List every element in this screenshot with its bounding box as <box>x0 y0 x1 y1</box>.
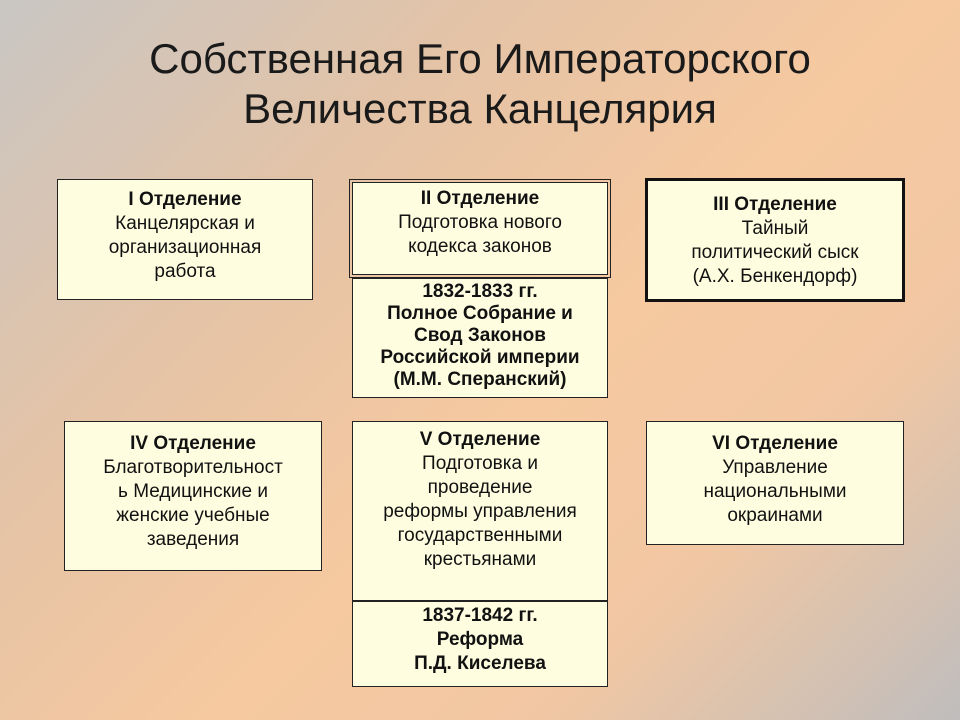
department-4-text: Благотворительност ь Медицинские и женск… <box>103 457 283 550</box>
note-2-line-2: Реформа <box>436 629 524 650</box>
title-line-1: Собственная Его Императорского <box>149 35 811 82</box>
department-5-box: V Отделение Подготовка и проведение рефо… <box>352 421 608 601</box>
note-1-line-4: Российской империи <box>380 347 580 368</box>
note-1-line-5: (М.М. Сперанский) <box>393 369 567 390</box>
department-5-note-box: 1837-1842 гг. Реформа П.Д. Киселева <box>352 601 608 687</box>
department-4-box: IV Отделение Благотворительност ь Медици… <box>64 421 322 571</box>
note-1-line-3: Свод Законов <box>414 325 546 346</box>
note-2-line-3: П.Д. Киселева <box>414 653 546 674</box>
department-3-text: Тайный политический сыск (А.Х. Бенкендор… <box>691 218 859 287</box>
department-4-heading: IV Отделение <box>130 433 256 454</box>
department-5-heading: V Отделение <box>419 429 541 450</box>
department-2-text: Подготовка нового кодекса законов <box>398 212 562 257</box>
department-2-note-box: 1832-1833 гг. Полное Собрание и Свод Зак… <box>352 278 608 398</box>
department-6-heading: VI Отделение <box>712 433 838 454</box>
title-line-2: Величества Канцелярия <box>243 85 717 132</box>
department-5-text: Подготовка и проведение реформы управлен… <box>383 453 577 570</box>
department-1-box: I Отделение Канцелярская и организационн… <box>57 179 313 300</box>
department-3-heading: III Отделение <box>713 194 837 215</box>
slide-title: Собственная Его Императорского Величеств… <box>0 34 960 134</box>
note-2-line-1: 1837-1842 гг. <box>422 605 538 626</box>
note-1-line-2: Полное Собрание и <box>387 303 573 324</box>
department-2-box: II Отделение Подготовка нового кодекса з… <box>349 179 611 278</box>
department-6-text: Управление национальными окраинами <box>703 457 847 526</box>
department-6-box: VI Отделение Управление национальными ок… <box>646 421 904 545</box>
department-1-text: Канцелярская и организационная работа <box>108 213 262 282</box>
department-2-heading: II Отделение <box>420 188 540 209</box>
department-1-heading: I Отделение <box>128 189 242 210</box>
note-1-line-1: 1832-1833 гг. <box>422 281 538 302</box>
department-3-box: III Отделение Тайный политический сыск (… <box>645 178 905 302</box>
